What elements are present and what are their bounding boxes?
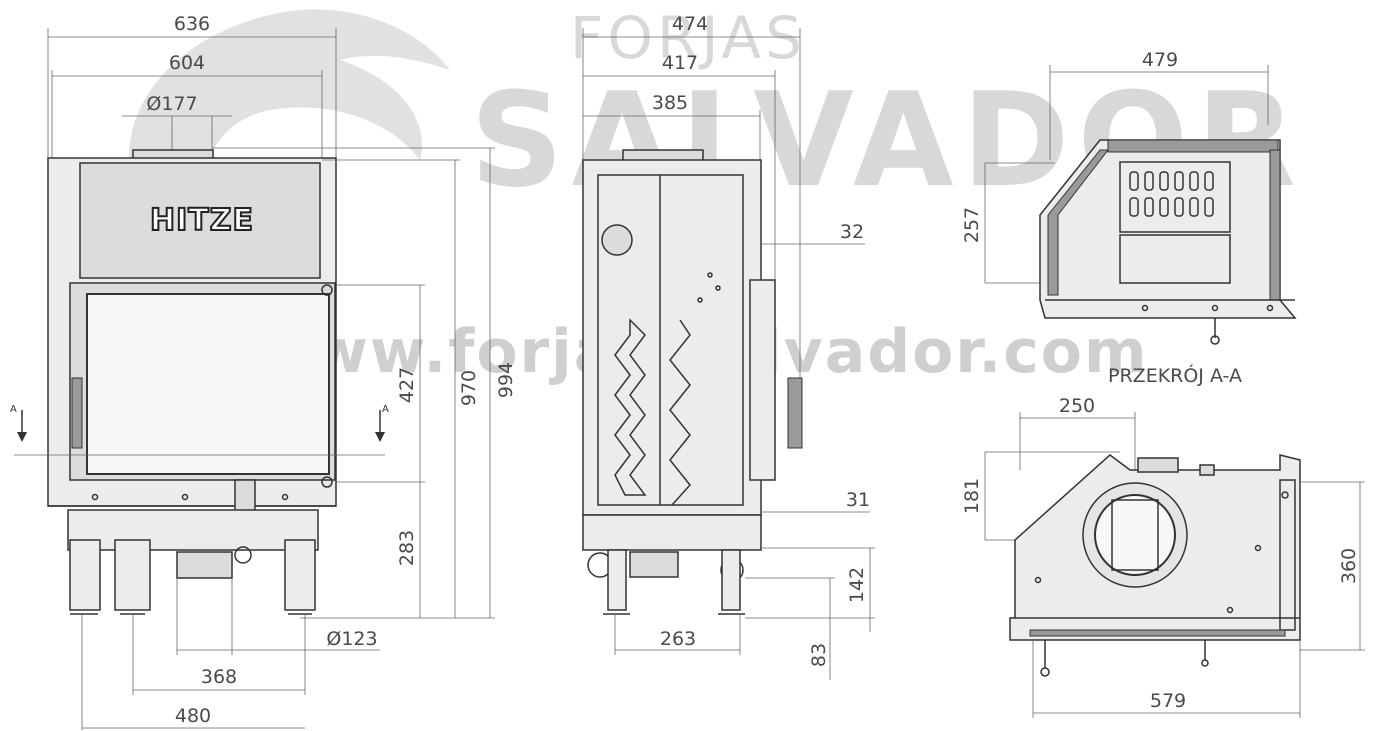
product-logo: HITZE: [150, 203, 254, 238]
watermark-brand-top: FORJAS: [570, 4, 806, 72]
dim-side-inlet-height: 142: [846, 567, 868, 603]
dim-front-door-height: 427: [396, 367, 418, 403]
side-view: 474 417 385 32 31: [582, 13, 875, 680]
dim-front-base-width: 480: [175, 705, 211, 727]
section-mark-right: A: [382, 404, 389, 415]
side-air-intake: [629, 551, 679, 578]
top-stub: [1199, 464, 1215, 476]
door-glass: [86, 293, 330, 475]
section-wall-top: [1107, 139, 1279, 153]
dim-side-depth-inner: 385: [652, 92, 688, 114]
front-leg-left: [69, 539, 101, 611]
section-grate-slots: [1129, 171, 1214, 217]
dim-front-legs-span: 368: [201, 666, 237, 688]
section-ash-pan: [1119, 234, 1231, 284]
dim-front-flue-diameter: Ø177: [146, 93, 197, 115]
top-view: 250 181 360 579: [961, 395, 1365, 718]
front-leg-right: [284, 539, 316, 611]
dim-top-offset-x: 250: [1059, 395, 1095, 417]
top-flue-collar: [1137, 457, 1179, 473]
top-front-strip: [1029, 629, 1286, 637]
dim-front-height-body: 970: [458, 370, 480, 406]
side-front-rail: [749, 279, 776, 481]
dim-front-height-total: 994: [495, 362, 517, 398]
dim-side-top-offset: 32: [840, 221, 864, 243]
top-flue-ring-inner: [1094, 494, 1176, 576]
side-leg-front: [607, 549, 627, 611]
top-flue-opening: [1111, 499, 1159, 571]
top-side-rail: [1279, 479, 1296, 631]
section-view: 479 257 PRZEKRÓJ A-A: [961, 49, 1297, 387]
dim-front-base-height: 283: [396, 530, 418, 566]
door-handle: [71, 377, 83, 449]
dim-side-depth-mid: 417: [662, 52, 698, 74]
dim-section-width: 479: [1142, 49, 1178, 71]
dim-section-height: 257: [961, 207, 983, 243]
dim-top-depth: 360: [1338, 548, 1360, 584]
dim-front-width-outer: 636: [174, 13, 210, 35]
side-base: [582, 514, 762, 551]
front-view: 636 604 Ø177 HITZE: [10, 13, 517, 730]
dim-top-width: 579: [1150, 690, 1186, 712]
section-wall-right: [1269, 149, 1281, 301]
front-upper-panel: [79, 162, 321, 279]
side-flue-outlet: [601, 224, 633, 256]
dim-front-air-intake: Ø123: [326, 628, 377, 650]
front-base: [67, 509, 319, 551]
side-door-handle: [787, 377, 803, 449]
side-leg-back: [721, 549, 741, 611]
front-leg-mid: [114, 539, 151, 611]
section-title: PRZEKRÓJ A-A: [1108, 363, 1242, 387]
dim-top-offset-y: 181: [961, 478, 983, 514]
dim-side-bottom-offset: 31: [846, 489, 870, 511]
dim-side-depth-outer: 474: [672, 13, 708, 35]
dim-side-inlet-bottom: 83: [808, 643, 830, 667]
section-mark-left: A: [10, 404, 17, 415]
dim-front-width-inner: 604: [169, 52, 205, 74]
section-wall-left: [1047, 149, 1110, 296]
air-intake: [176, 551, 233, 579]
dim-side-legs-depth: 263: [660, 628, 696, 650]
heat-exchanger-fin-left: [614, 318, 647, 496]
